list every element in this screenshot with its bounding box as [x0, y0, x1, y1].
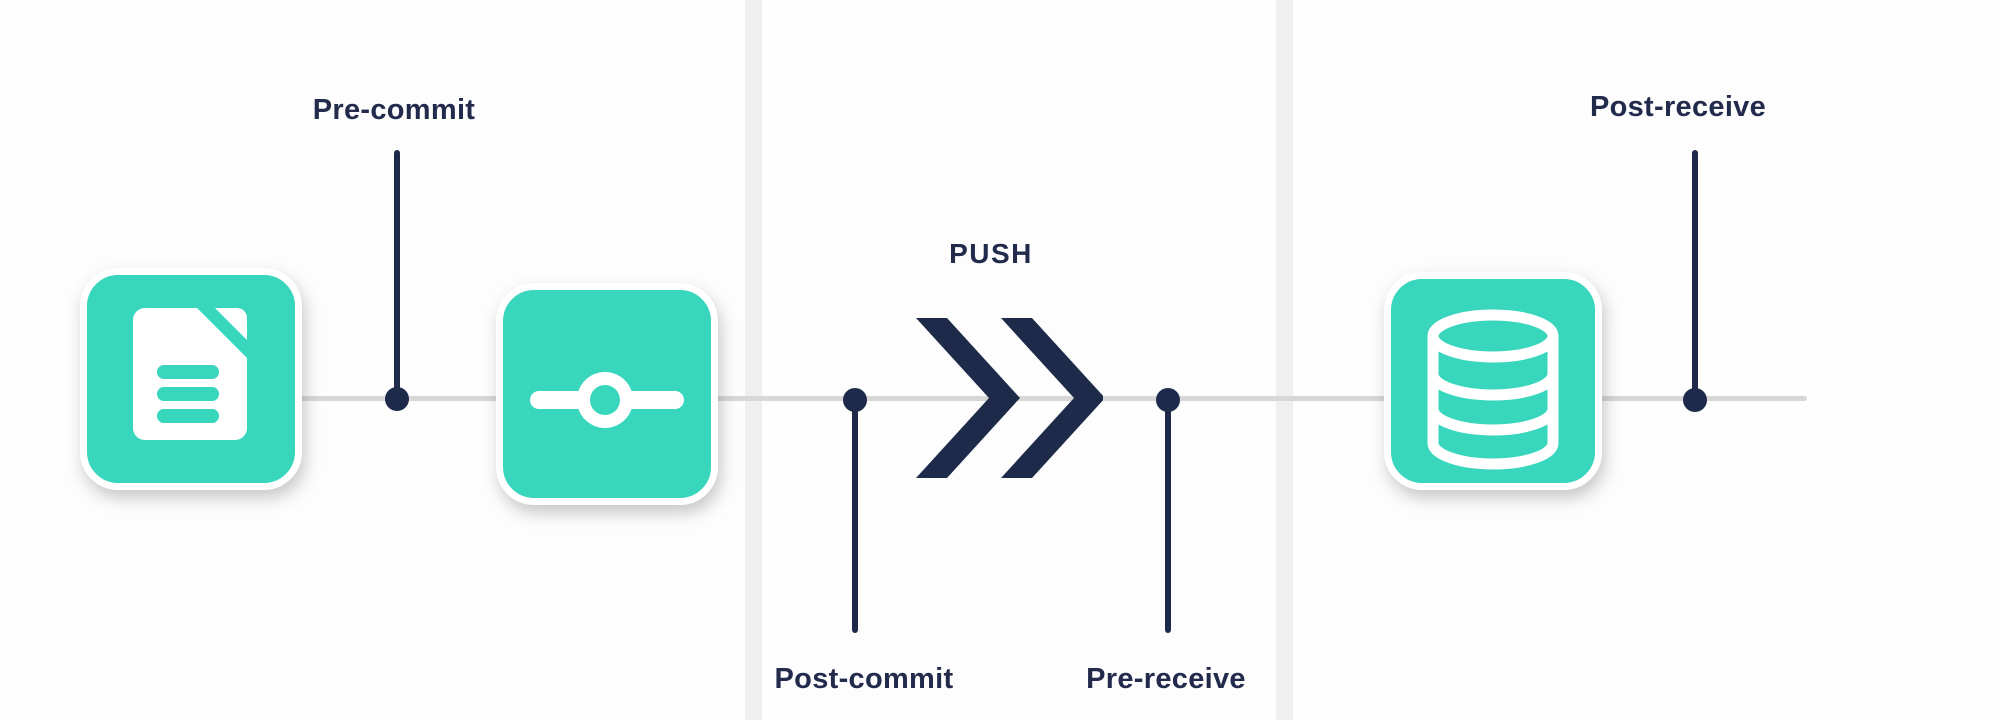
document-icon	[133, 308, 247, 440]
database-icon	[1427, 309, 1559, 470]
section-divider-2	[1276, 0, 1293, 720]
pre-commit-label: Pre-commit	[312, 94, 476, 126]
commit-node	[496, 283, 718, 505]
commit-icon	[530, 372, 684, 428]
document-node	[80, 268, 302, 490]
post-receive-label: Post-receive	[1589, 91, 1767, 123]
pre-commit-marker-dot	[385, 387, 409, 411]
post-commit-label: Post-commit	[774, 663, 954, 695]
post-commit-connector-line	[852, 400, 858, 633]
section-divider-1	[745, 0, 762, 720]
pre-receive-label: Pre-receive	[1086, 663, 1246, 695]
push-label: PUSH	[949, 238, 1033, 269]
post-receive-marker-dot	[1683, 388, 1707, 412]
flow-timeline-line	[300, 396, 1807, 401]
pre-commit-connector-line	[394, 150, 400, 400]
post-receive-connector-line	[1692, 150, 1698, 400]
database-node	[1384, 272, 1602, 490]
double-chevron-right-icon	[916, 318, 1103, 478]
pre-receive-connector-line	[1165, 400, 1171, 633]
